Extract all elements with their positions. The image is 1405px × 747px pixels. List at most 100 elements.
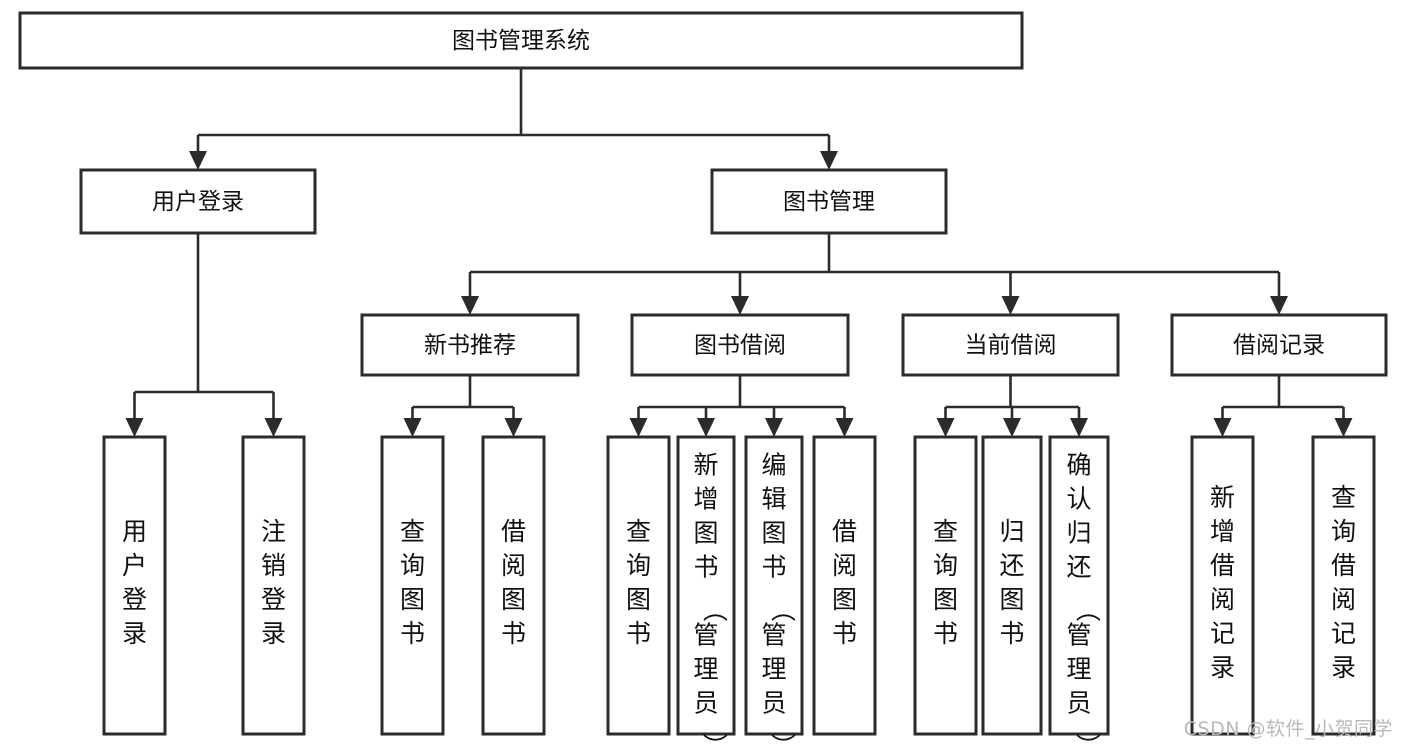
node-box xyxy=(380,435,445,736)
svg-text:图: 图 xyxy=(693,519,718,548)
svg-text:销: 销 xyxy=(261,551,286,580)
svg-text:书: 书 xyxy=(626,619,651,648)
node-box xyxy=(241,435,306,736)
arrow-head-icon xyxy=(765,418,783,437)
node-label: 图书借阅 xyxy=(694,333,786,359)
node-box xyxy=(981,435,1043,736)
svg-text:阅: 阅 xyxy=(501,551,526,580)
svg-text:借: 借 xyxy=(501,517,526,546)
svg-text:确: 确 xyxy=(1066,451,1091,480)
node-box xyxy=(1190,435,1255,736)
svg-text:员: 员 xyxy=(693,689,718,718)
svg-text:管: 管 xyxy=(1066,621,1091,650)
arrow-head-icon xyxy=(1334,418,1353,437)
node-layer: 图书管理系统用户登录图书管理新书推荐图书借阅当前借阅借阅记录用户登录注销登录查询… xyxy=(18,11,1388,747)
connector-layer xyxy=(125,68,1353,437)
svg-text:增: 增 xyxy=(1210,517,1235,546)
node-box xyxy=(360,313,580,377)
svg-text:户: 户 xyxy=(122,551,147,580)
node-label: 新书推荐 xyxy=(424,333,516,359)
node-label: 图书管理 xyxy=(783,189,875,215)
svg-text:询: 询 xyxy=(400,551,425,580)
svg-text:询: 询 xyxy=(933,551,958,580)
svg-text:理: 理 xyxy=(1066,655,1091,684)
arrow-head-icon xyxy=(820,151,838,170)
node-box xyxy=(901,313,1120,377)
arrow-head-icon xyxy=(189,151,207,170)
node-box xyxy=(1170,313,1388,377)
svg-text:录: 录 xyxy=(261,619,286,648)
arrow-head-icon xyxy=(504,418,523,437)
node-box xyxy=(630,313,850,377)
svg-text:新: 新 xyxy=(1210,483,1235,512)
svg-text:图: 图 xyxy=(999,585,1024,614)
node-box xyxy=(606,435,671,736)
svg-text:查: 查 xyxy=(1331,483,1356,512)
svg-text:认: 认 xyxy=(1066,485,1091,514)
svg-text:管: 管 xyxy=(693,621,718,650)
node-label-vertical: 用户登录 xyxy=(122,517,147,648)
node-box xyxy=(79,168,317,235)
svg-text:图: 图 xyxy=(626,585,651,614)
svg-text:还: 还 xyxy=(999,551,1024,580)
svg-text:记: 记 xyxy=(1331,619,1356,648)
level3-node-当前借阅[interactable]: 当前借阅 xyxy=(901,313,1120,377)
root-node-图书管理系统[interactable]: 图书管理系统 xyxy=(18,11,1024,70)
svg-text:归: 归 xyxy=(1066,519,1091,548)
level2-node-图书管理[interactable]: 图书管理 xyxy=(710,168,948,235)
node-box xyxy=(812,435,877,736)
svg-text:登: 登 xyxy=(122,585,147,614)
svg-text:（: （ xyxy=(1073,597,1102,622)
level3-node-新书推荐[interactable]: 新书推荐 xyxy=(360,313,580,377)
arrow-head-icon xyxy=(1070,418,1088,437)
svg-text:图: 图 xyxy=(400,585,425,614)
svg-text:）: ） xyxy=(768,733,797,747)
node-label: 图书管理系统 xyxy=(452,28,590,54)
svg-text:书: 书 xyxy=(933,619,958,648)
arrow-head-icon xyxy=(1213,418,1232,437)
arrow-head-icon xyxy=(731,296,749,315)
arrow-head-icon xyxy=(936,418,955,437)
svg-text:新: 新 xyxy=(693,451,718,480)
svg-text:管: 管 xyxy=(761,621,786,650)
arrow-head-icon xyxy=(629,418,648,437)
svg-text:书: 书 xyxy=(999,619,1024,648)
level3-node-借阅记录[interactable]: 借阅记录 xyxy=(1170,313,1388,377)
svg-text:查: 查 xyxy=(933,517,958,546)
svg-text:阅: 阅 xyxy=(1331,585,1356,614)
svg-text:借: 借 xyxy=(1210,551,1235,580)
node-box xyxy=(913,435,978,736)
node-box xyxy=(710,168,948,235)
svg-text:阅: 阅 xyxy=(832,551,857,580)
arrow-head-icon xyxy=(1270,296,1288,315)
svg-text:（: （ xyxy=(768,597,797,622)
svg-text:询: 询 xyxy=(626,551,651,580)
leaf-node-用户登录[interactable]: 用户登录 xyxy=(102,435,167,736)
level2-node-用户登录[interactable]: 用户登录 xyxy=(79,168,317,235)
node-box xyxy=(744,435,804,736)
node-box xyxy=(1311,435,1376,736)
level3-node-图书借阅[interactable]: 图书借阅 xyxy=(630,313,850,377)
svg-text:录: 录 xyxy=(1210,653,1235,682)
